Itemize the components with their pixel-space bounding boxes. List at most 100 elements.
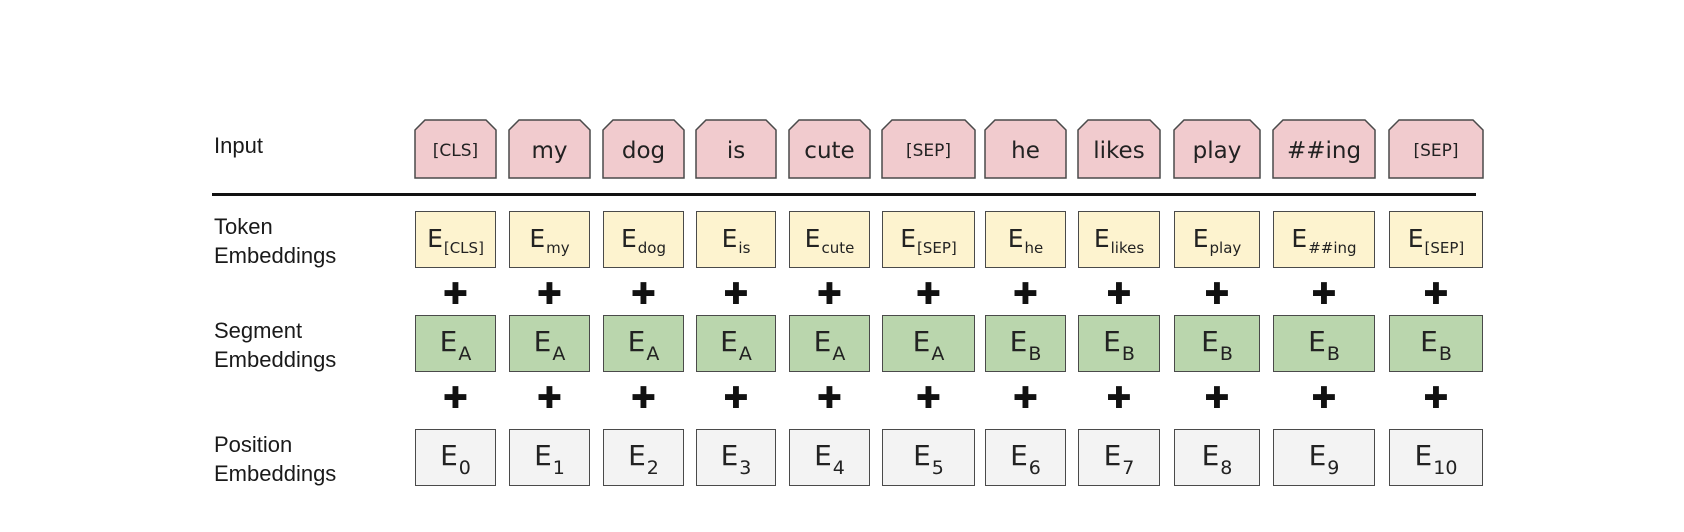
input-token-text: he — [1011, 137, 1040, 164]
embedding-subscript: 7 — [1122, 456, 1135, 479]
embedding-letter: E — [533, 324, 552, 358]
embedding-letter: E — [1414, 438, 1433, 472]
plus-icon: ✚ — [915, 381, 942, 416]
embedding-letter: E — [814, 438, 832, 472]
embedding-symbol: E##ing — [1291, 222, 1356, 257]
embedding-letter: E — [534, 438, 552, 472]
embedding-symbol: EB — [1201, 323, 1233, 365]
embedding-letter: E — [628, 438, 646, 472]
segment-embedding-box: EA — [789, 315, 870, 372]
embedding-symbol: E4 — [814, 437, 845, 479]
plus-icon: ✚ — [536, 381, 563, 416]
plus-icon: ✚ — [723, 277, 749, 312]
plus-icon: ✚ — [1012, 277, 1039, 312]
plus-icon: ✚ — [1106, 277, 1132, 312]
embedding-subscript: [CLS] — [443, 239, 484, 257]
plus-icon: ✚ — [630, 277, 657, 312]
plus-icon: ✚ — [915, 277, 942, 312]
token-embeddings-label: Token Embeddings — [214, 214, 337, 268]
input-token-text: [SEP] — [1413, 140, 1459, 161]
embedding-symbol: E0 — [440, 437, 471, 479]
embedding-subscript: 4 — [832, 456, 845, 479]
embedding-subscript: B — [1121, 342, 1135, 365]
embedding-symbol: E[SEP] — [900, 222, 957, 257]
embedding-symbol: EA — [913, 323, 945, 365]
embedding-symbol: E3 — [721, 437, 752, 479]
plus-icon: ✚ — [723, 381, 749, 416]
token-embedding-box: Ecute — [789, 211, 870, 268]
embedding-subscript: B — [1028, 342, 1042, 365]
embedding-letter: E — [1407, 224, 1424, 253]
input-token-text: [CLS] — [432, 140, 479, 161]
embedding-letter: E — [1308, 438, 1327, 472]
embedding-subscript: A — [931, 342, 945, 365]
embedding-letter: E — [529, 224, 546, 253]
embedding-subscript: my — [546, 239, 570, 257]
token-embedding-box: E##ing — [1273, 211, 1375, 268]
position-embedding-box: E10 — [1389, 429, 1483, 486]
position-embedding-box: E6 — [985, 429, 1066, 486]
position-embedding-box: E3 — [696, 429, 776, 486]
embedding-symbol: Eis — [722, 222, 751, 257]
plus-icon: ✚ — [442, 381, 469, 416]
embedding-symbol: EA — [440, 323, 472, 365]
token-embedding-box: Eplay — [1174, 211, 1260, 268]
plus-icon: ✚ — [1204, 277, 1230, 312]
plus-icon: ✚ — [1423, 381, 1449, 416]
plus-icon: ✚ — [1106, 381, 1132, 416]
input-token-text: my — [531, 137, 568, 164]
embedding-symbol: E1 — [534, 437, 565, 479]
token-embedding-box: Eis — [696, 211, 776, 268]
embedding-symbol: Elikes — [1094, 222, 1144, 257]
embedding-subscript: B — [1438, 342, 1452, 365]
embedding-letter: E — [1007, 224, 1024, 253]
embedding-letter: E — [427, 224, 443, 253]
embedding-letter: E — [1093, 224, 1110, 253]
plus-icon: ✚ — [1311, 381, 1337, 416]
embedding-letter: E — [1291, 224, 1308, 253]
embedding-letter: E — [1192, 224, 1209, 253]
input-token-text: dog — [621, 137, 666, 164]
embedding-letter: E — [720, 324, 738, 358]
embedding-subscript: A — [646, 342, 660, 365]
embedding-subscript: A — [552, 342, 566, 365]
embedding-letter: E — [804, 224, 821, 253]
embedding-letter: E — [720, 438, 739, 472]
plus-icon: ✚ — [816, 381, 843, 416]
plus-icon: ✚ — [1012, 381, 1039, 416]
embedding-subscript: 9 — [1327, 456, 1340, 479]
token-embedding-box: E[SEP] — [882, 211, 975, 268]
embedding-letter: E — [1201, 438, 1220, 472]
segment-embeddings-label: Segment Embeddings — [214, 318, 337, 372]
embedding-subscript: ##ing — [1308, 239, 1357, 257]
input-token-text: play — [1192, 137, 1242, 164]
input-token-box: [SEP] — [1389, 120, 1483, 178]
embedding-symbol: E6 — [1010, 437, 1041, 479]
segment-embedding-box: EA — [603, 315, 684, 372]
plus-icon: ✚ — [816, 277, 843, 312]
token-embedding-box: Emy — [509, 211, 590, 268]
embedding-letter: E — [627, 324, 646, 358]
plus-icon: ✚ — [630, 381, 657, 416]
input-token-box: ##ing — [1273, 120, 1375, 178]
input-token-box: is — [696, 120, 776, 178]
token-embedding-box: Elikes — [1078, 211, 1160, 268]
embedding-subscript: B — [1326, 342, 1340, 365]
plus-icon: ✚ — [442, 277, 469, 312]
input-token-text: cute — [804, 137, 855, 164]
embedding-subscript: 1 — [552, 456, 565, 479]
embedding-symbol: Ecute — [805, 222, 855, 257]
embedding-symbol: EB — [1420, 323, 1452, 365]
embedding-subscript: is — [738, 239, 751, 257]
position-embedding-box: E8 — [1174, 429, 1260, 486]
embedding-letter: E — [900, 224, 917, 253]
divider-line — [212, 193, 1476, 196]
embedding-subscript: 2 — [646, 456, 659, 479]
embedding-symbol: E9 — [1309, 437, 1340, 479]
embedding-subscript: A — [738, 342, 752, 365]
embedding-symbol: EA — [720, 323, 752, 365]
embedding-symbol: E[CLS] — [427, 222, 484, 257]
embedding-symbol: EB — [1308, 323, 1340, 365]
embedding-letter: E — [912, 324, 931, 358]
